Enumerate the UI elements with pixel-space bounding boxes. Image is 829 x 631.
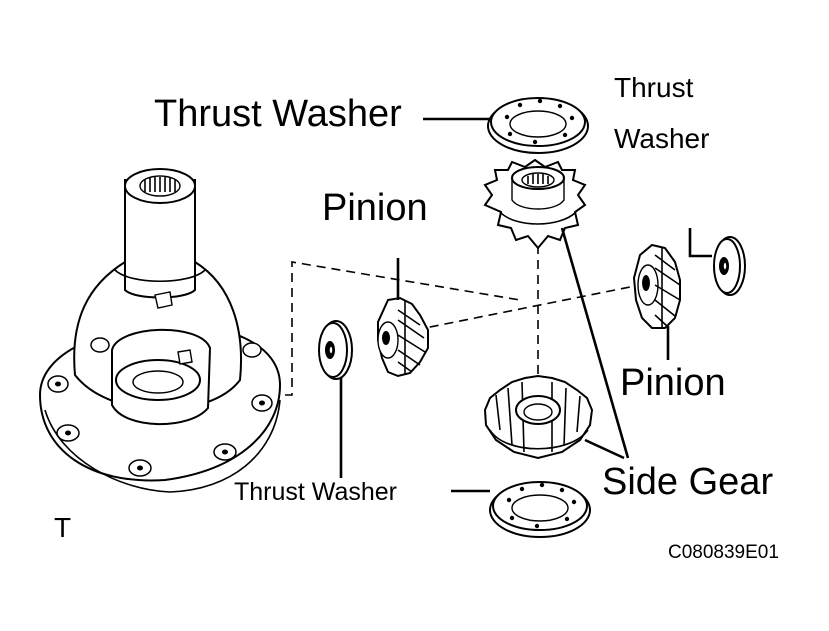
assembly-axis-lines xyxy=(270,245,641,396)
label-thrust-washer-top-left: Thrust Washer xyxy=(154,93,402,135)
leader-side-gear-top xyxy=(560,227,630,459)
differential-case xyxy=(38,168,282,493)
leader-thrust-washer-right xyxy=(688,228,712,258)
label-thrust-washer-bottom: Thrust Washer xyxy=(234,478,397,506)
thrust-washer-left-small xyxy=(318,320,353,380)
label-corner-mark: T xyxy=(54,512,71,543)
pinion-left xyxy=(377,296,429,378)
pinion-right xyxy=(632,243,681,329)
leader-lines xyxy=(339,117,712,493)
flange-bolt-holes xyxy=(47,337,273,477)
leader-side-gear-bottom xyxy=(584,438,625,460)
label-thrust-washer-top-right-line1: Thrust xyxy=(614,72,694,103)
label-side-gear: Side Gear xyxy=(602,461,773,503)
side-gear-bottom xyxy=(483,374,594,460)
thrust-washer-top xyxy=(487,97,589,154)
label-thrust-washer-top-right-line2: Washer xyxy=(614,123,709,154)
thrust-washer-right-small xyxy=(713,236,746,296)
label-pinion-left: Pinion xyxy=(322,187,428,229)
thrust-washer-bottom xyxy=(489,481,591,538)
label-figure-code: C080839E01 xyxy=(668,542,779,563)
side-gear-top xyxy=(483,158,587,250)
label-pinion-right: Pinion xyxy=(620,362,726,404)
